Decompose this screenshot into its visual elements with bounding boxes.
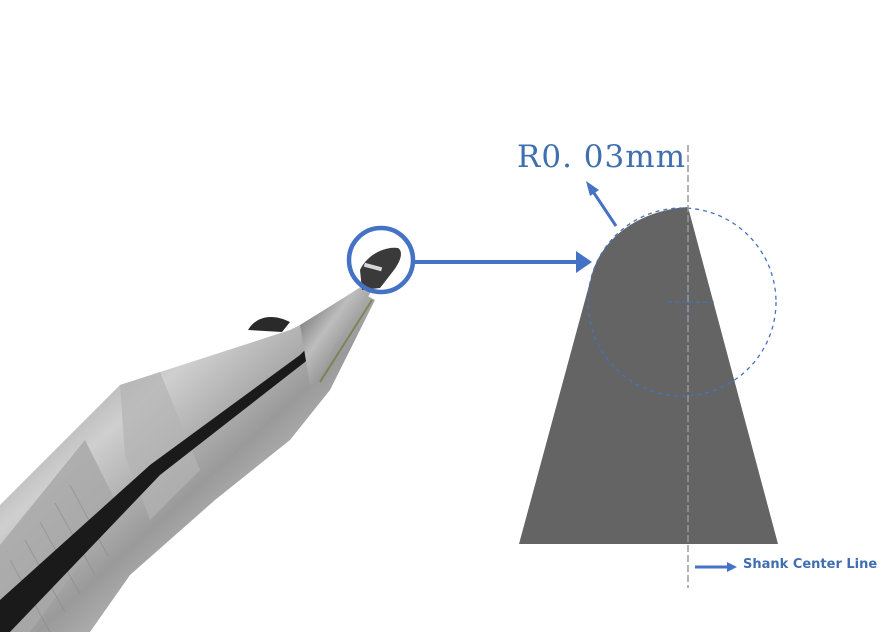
tip-cross-section (519, 207, 778, 544)
center-line-arrowhead-icon (727, 562, 737, 572)
tip-highlight-circle (346, 225, 416, 295)
radius-circle (587, 207, 777, 397)
connector-arrowhead-icon (576, 251, 592, 273)
radius-pointer-line (590, 189, 618, 227)
shank-center-line-label: Shank Center Line (743, 557, 878, 572)
radius-label: R0. 03mm (517, 139, 687, 175)
engraving-tool-photo (0, 247, 401, 632)
radius-pointer-arrowhead-icon (586, 181, 599, 196)
